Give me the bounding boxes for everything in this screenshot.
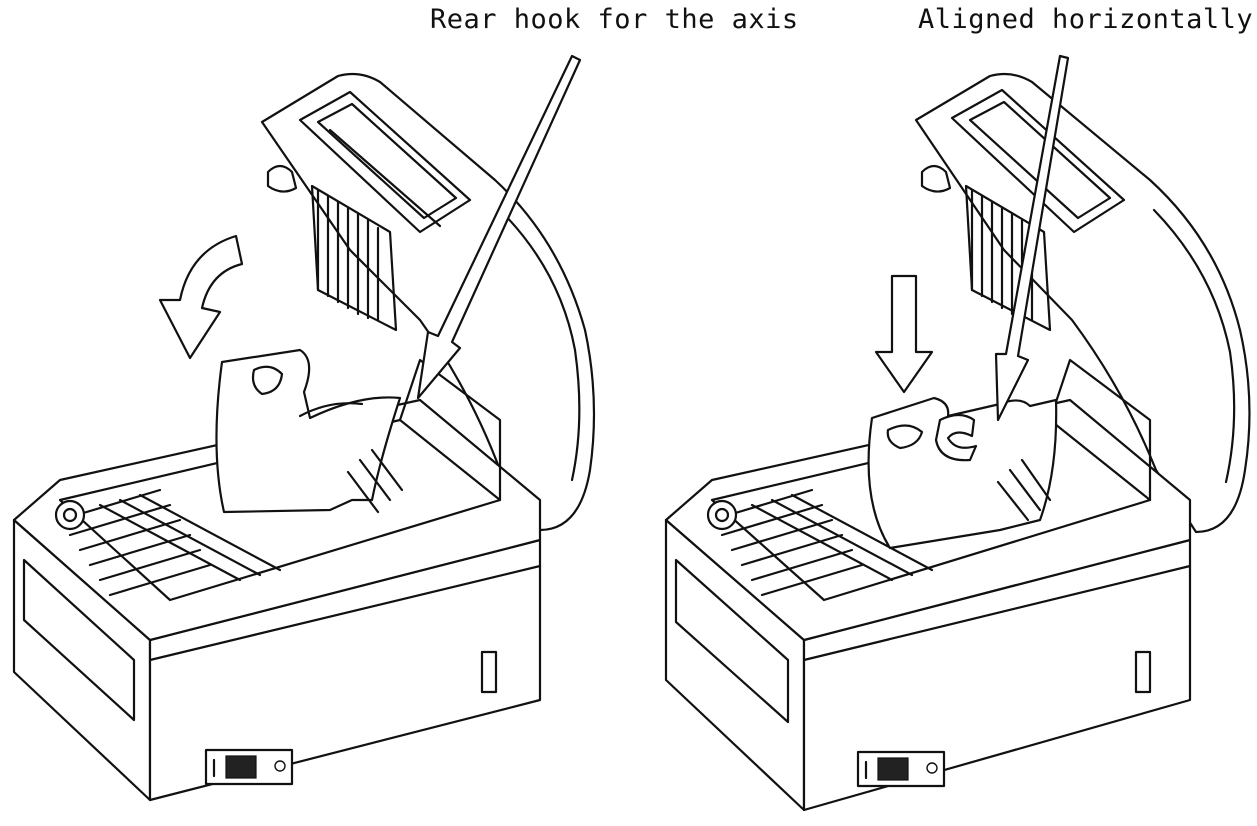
printer-right-lid	[914, 72, 1251, 534]
rotate-down-arrow-icon	[158, 234, 244, 360]
callout-rear-hook: Rear hook for the axis	[430, 4, 799, 35]
printer-left-lid	[260, 72, 596, 532]
printer-left-paper-guide	[215, 348, 404, 514]
printer-left-body	[12, 358, 542, 802]
callout-aligned-horizontally: Aligned horizontally	[918, 4, 1254, 35]
printer-right	[664, 54, 1251, 812]
pointer-arrow-aligned	[994, 54, 1070, 422]
pointer-arrow-rear-hook	[416, 54, 582, 400]
printer-right-paper-guide	[867, 396, 1058, 550]
down-arrow-icon	[874, 274, 934, 394]
printer-left	[12, 54, 596, 802]
